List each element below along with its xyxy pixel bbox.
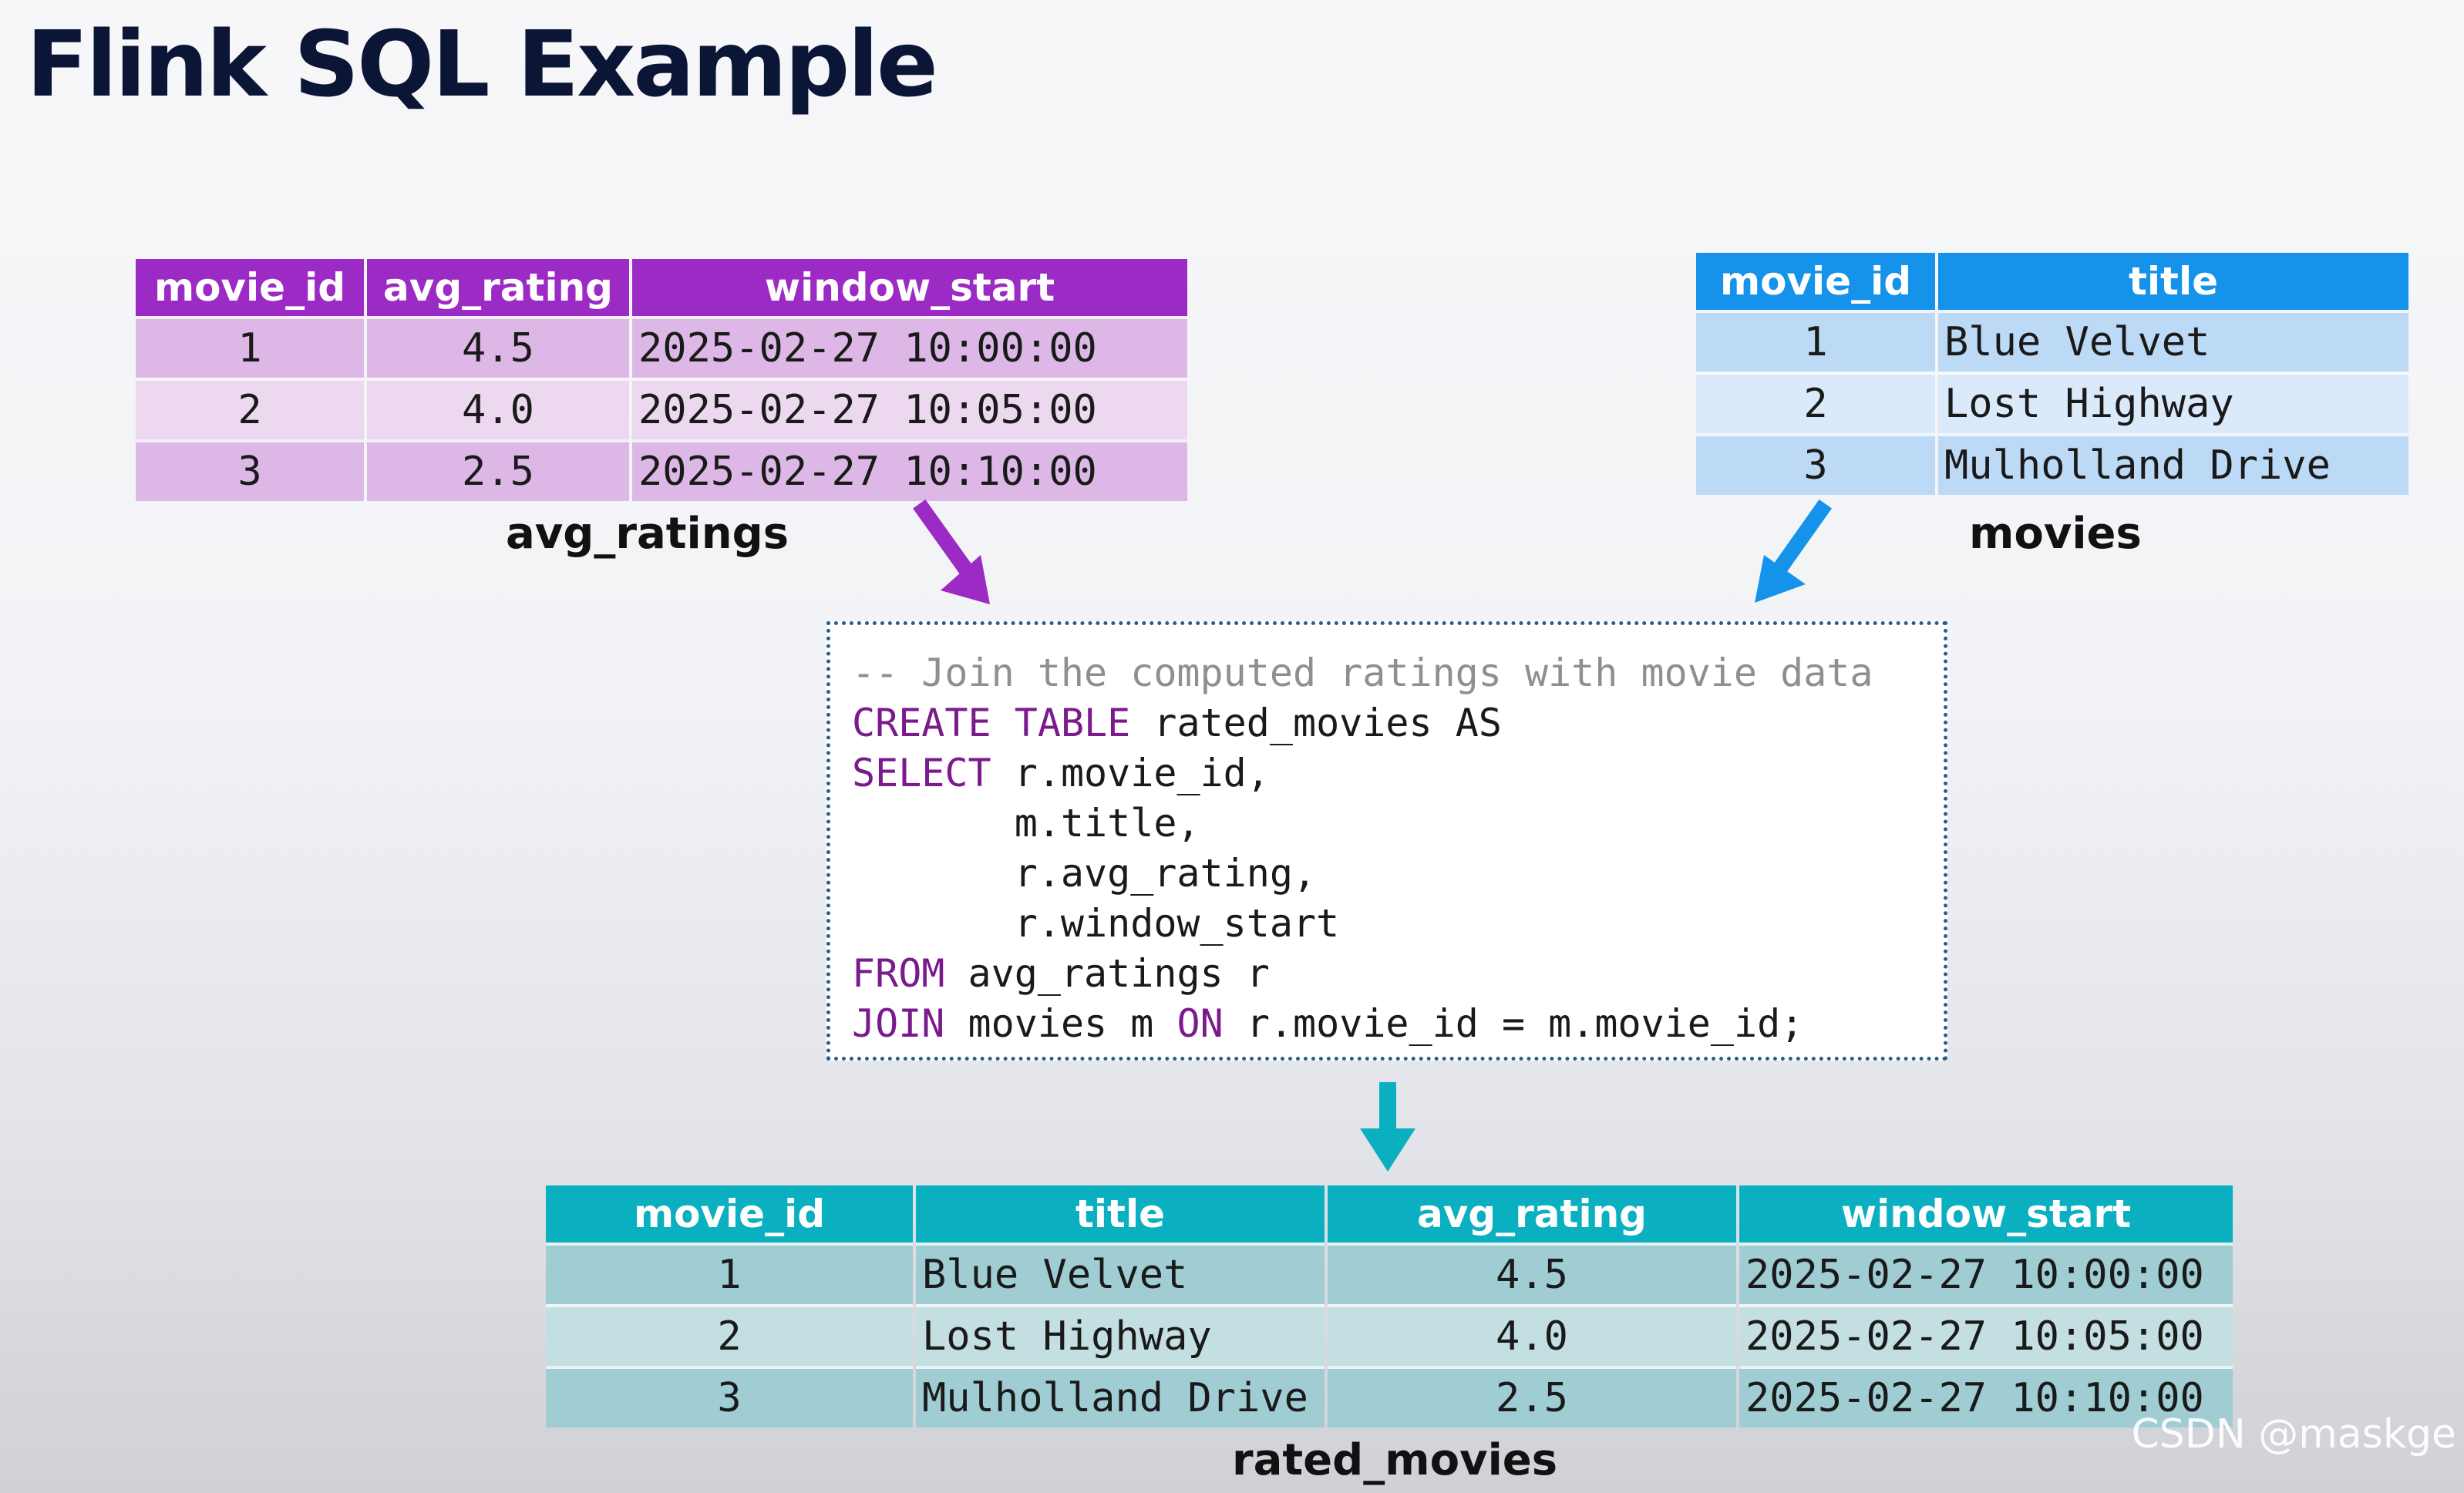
avg-ratings-table: movie_id avg_rating window_start 1 4.5 2… [133, 259, 1190, 501]
code-line: m.title, [1014, 801, 1200, 846]
table-row: 3 Mulholland Drive [1696, 433, 2408, 495]
cell-movie-id: 1 [546, 1242, 913, 1304]
cell-avg-rating: 4.5 [1328, 1242, 1736, 1304]
rated-movies-table: movie_id title avg_rating window_start 1… [543, 1185, 2236, 1427]
table-row: 1 Blue Velvet 4.5 2025-02-27 10:00:00 [546, 1242, 2233, 1304]
cell-movie-id: 3 [136, 439, 364, 501]
cell-title: Mulholland Drive [1938, 433, 2408, 495]
code-line: CREATE TABLE rated_movies AS [852, 701, 1502, 745]
code-line: FROM avg_ratings r [852, 951, 1270, 996]
header-title: title [1938, 253, 2408, 310]
table-row: 3 2.5 2025-02-27 10:10:00 [136, 439, 1187, 501]
cell-movie-id: 3 [546, 1366, 913, 1427]
code-line: SELECT r.movie_id, [852, 751, 1270, 795]
code-line: -- Join the computed ratings with movie … [852, 648, 1944, 698]
header-window-start: window_start [1739, 1185, 2233, 1242]
cell-avg-rating: 2.5 [1328, 1366, 1736, 1427]
movies-table: movie_id title 1 Blue Velvet 2 Lost High… [1693, 253, 2412, 495]
table-row: 3 Mulholland Drive 2.5 2025-02-27 10:10:… [546, 1366, 2233, 1427]
cell-window-start: 2025-02-27 10:10:00 [1739, 1366, 2233, 1427]
sql-keyword: FROM [852, 951, 945, 996]
cell-avg-rating: 4.0 [1328, 1304, 1736, 1366]
code-line: r.avg_rating, [1014, 851, 1317, 896]
cell-movie-id: 2 [546, 1304, 913, 1366]
cell-avg-rating: 2.5 [367, 439, 629, 501]
code-line: r.window_start [1014, 901, 1340, 946]
cell-avg-rating: 4.5 [367, 316, 629, 378]
table-row: 1 Blue Velvet [1696, 310, 2408, 372]
table-row: 1 4.5 2025-02-27 10:00:00 [136, 316, 1187, 378]
cell-title: Blue Velvet [1938, 310, 2408, 372]
page-title: Flink SQL Example [26, 11, 938, 117]
avg-ratings-label: avg_ratings [506, 509, 789, 559]
sql-keyword: JOIN [852, 1001, 945, 1046]
cell-window-start: 2025-02-27 10:00:00 [1739, 1242, 2233, 1304]
sql-keyword: SELECT [852, 751, 991, 795]
cell-movie-id: 3 [1696, 433, 1935, 495]
header-window-start: window_start [632, 259, 1187, 316]
watermark: CSDN @maskge [2131, 1411, 2456, 1458]
sql-keyword: ON [1176, 1001, 1224, 1046]
table-row: 2 Lost Highway [1696, 372, 2408, 433]
cell-title: Blue Velvet [916, 1242, 1325, 1304]
code-line: JOIN movies m ON r.movie_id = m.movie_id… [852, 1001, 1804, 1046]
purple-arrow-icon [913, 499, 990, 604]
header-avg-rating: avg_rating [367, 259, 629, 316]
movies-label: movies [1969, 509, 2142, 559]
sql-keyword: TABLE [1014, 701, 1131, 745]
cell-window-start: 2025-02-27 10:05:00 [632, 378, 1187, 439]
header-movie-id: movie_id [1696, 253, 1935, 310]
teal-arrow-icon [1360, 1082, 1415, 1172]
cell-movie-id: 1 [136, 316, 364, 378]
cell-title: Lost Highway [916, 1304, 1325, 1366]
header-movie-id: movie_id [546, 1185, 913, 1242]
cell-movie-id: 2 [136, 378, 364, 439]
rated-movies-label: rated_movies [1232, 1435, 1558, 1485]
cell-window-start: 2025-02-27 10:05:00 [1739, 1304, 2233, 1366]
cell-movie-id: 2 [1696, 372, 1935, 433]
blue-arrow-icon [1755, 499, 1832, 603]
cell-title: Lost Highway [1938, 372, 2408, 433]
sql-comment: -- Join the computed ratings with movie … [852, 651, 1873, 695]
table-row: 2 4.0 2025-02-27 10:05:00 [136, 378, 1187, 439]
sql-keyword: CREATE [852, 701, 991, 745]
header-title: title [916, 1185, 1325, 1242]
header-avg-rating: avg_rating [1328, 1185, 1736, 1242]
cell-title: Mulholland Drive [916, 1366, 1325, 1427]
cell-window-start: 2025-02-27 10:00:00 [632, 316, 1187, 378]
cell-avg-rating: 4.0 [367, 378, 629, 439]
cell-window-start: 2025-02-27 10:10:00 [632, 439, 1187, 501]
table-row: 2 Lost Highway 4.0 2025-02-27 10:05:00 [546, 1304, 2233, 1366]
header-movie-id: movie_id [136, 259, 364, 316]
cell-movie-id: 1 [1696, 310, 1935, 372]
sql-code-block: -- Join the computed ratings with movie … [826, 621, 1947, 1061]
